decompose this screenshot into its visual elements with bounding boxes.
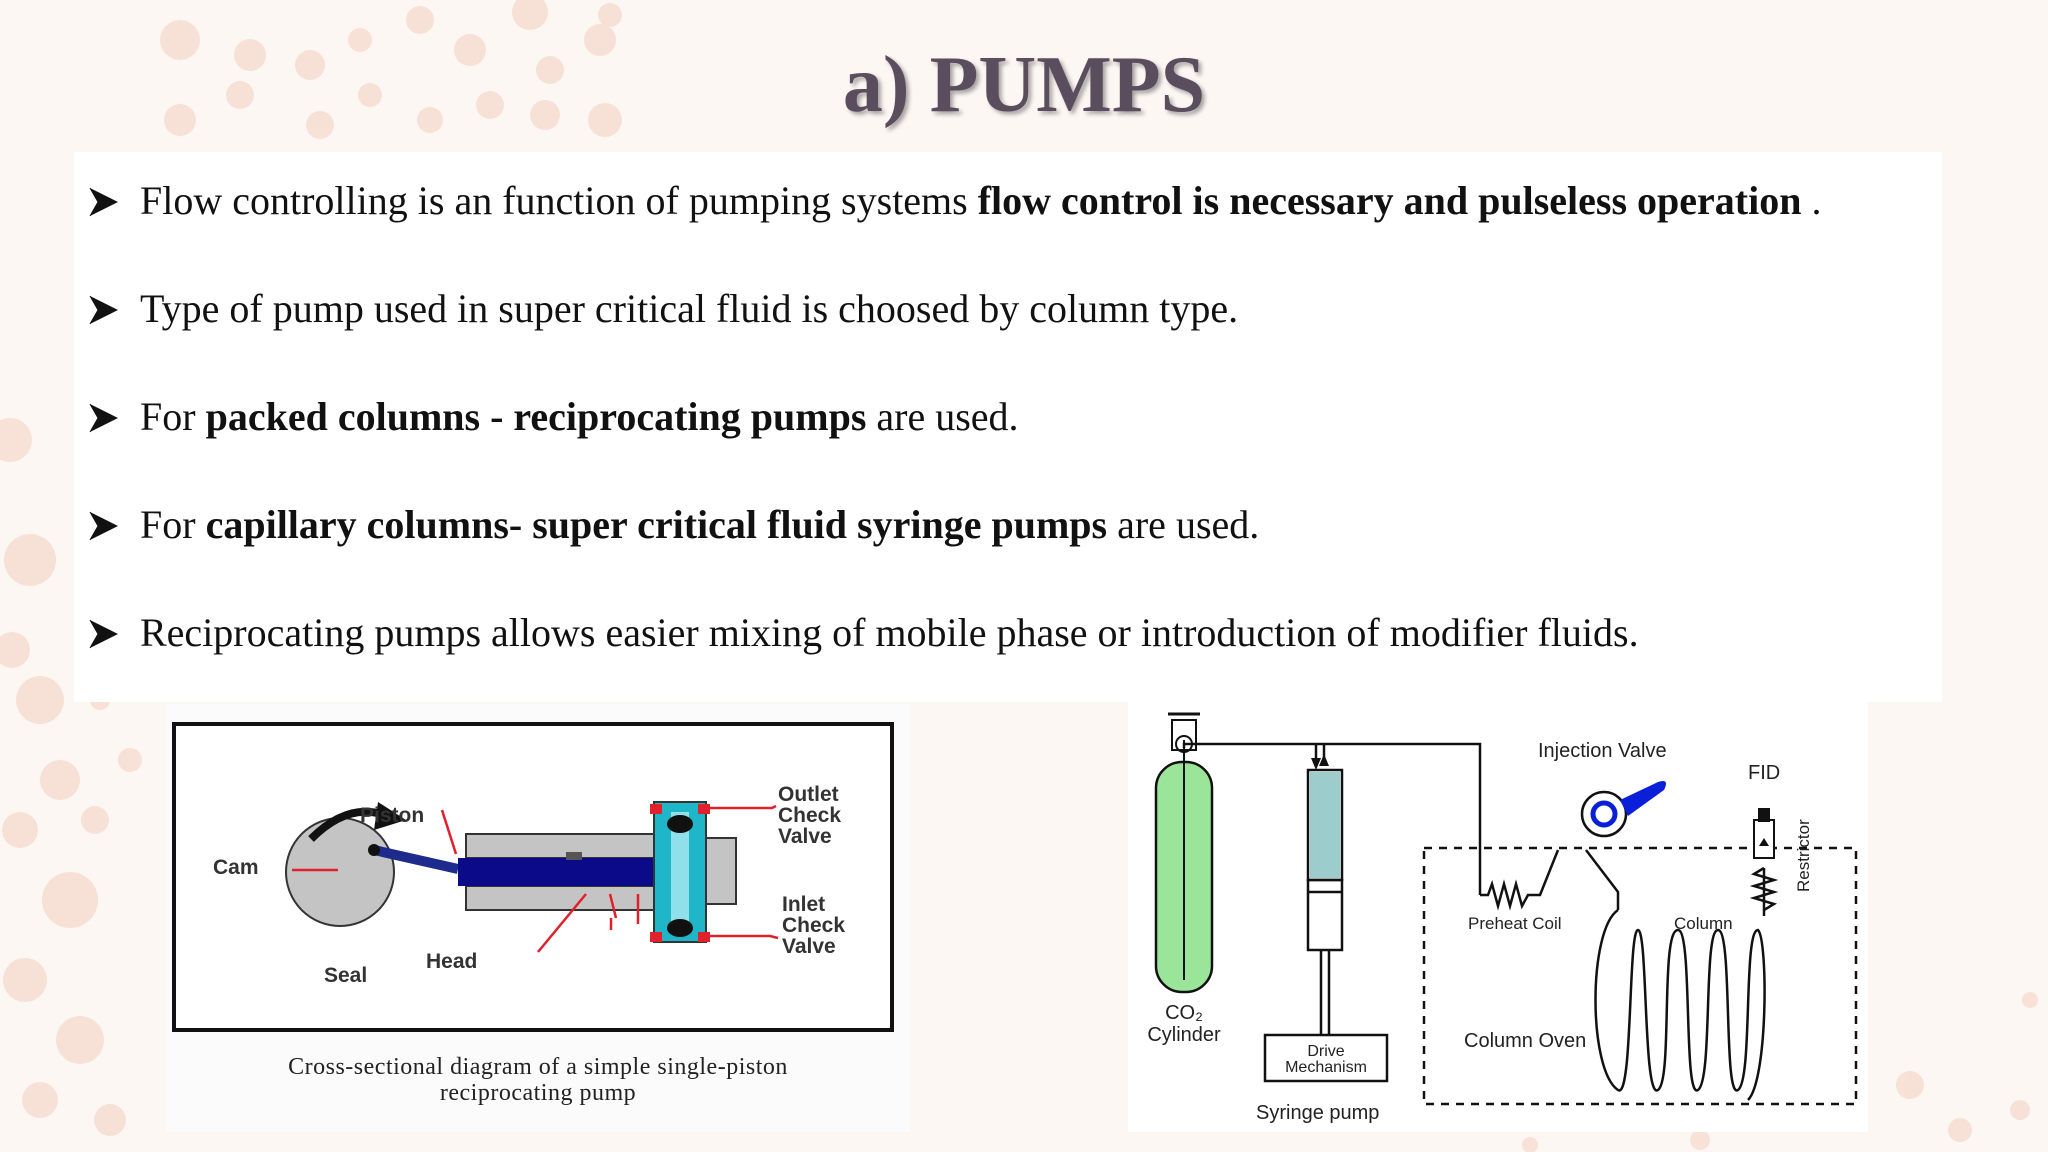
outlet-line-2: Check [778,804,842,827]
label-column: Column [1674,914,1733,933]
label-cam: Cam [213,856,259,879]
bullet-text: For capillary columns- super critical fl… [140,490,1259,560]
bullet-segment: Flow controlling is an function of pumpi… [140,178,978,223]
reciprocating-pump-figure: Piston Cam Head Seal Outlet Check Valve … [166,704,910,1132]
bullet-emphasis: packed columns - reciprocating pumps [205,394,867,439]
outlet-line-3: Valve [778,825,832,848]
bullet-emphasis: flow control is necessary and pulseless … [977,178,1802,223]
pump-drawing [172,722,894,1032]
bullet-list: Flow controlling is an function of pumpi… [74,166,1942,706]
label-outlet-check-valve: Outlet Check Valve [778,784,841,847]
bullet-emphasis: capillary columns- super critical fluid … [205,502,1108,547]
label-syringe-pump: Syringe pump [1256,1102,1380,1124]
bullet-segment: For [140,394,206,439]
bullet-segment: are used. [1107,502,1260,547]
bullet-segment: . [1801,178,1822,223]
arrow-bullet-icon [89,511,118,541]
arrow-bullet-icon [89,295,118,325]
label-fid: FID [1748,762,1781,784]
slide-title: a) PUMPS [842,41,1206,129]
bullet-text: Type of pump used in super critical flui… [140,274,1238,344]
arrow-bullet-icon [89,619,118,649]
sfc-system-figure: Injection Valve FID CO₂ Cylinder Drive M… [1128,700,1868,1132]
bullet-segment: Reciprocating pumps allows easier mixing… [140,610,1639,655]
bullet-item: For packed columns - reciprocating pumps… [74,382,1942,490]
label-restrictor: Restrictor [1794,819,1813,892]
bullet-item: Reciprocating pumps allows easier mixing… [74,598,1942,706]
label-co2-cylinder: CO₂ Cylinder [1136,1002,1232,1046]
co2-line-2: Cylinder [1147,1024,1221,1046]
bullet-segment: For [140,502,206,547]
label-injection-valve: Injection Valve [1538,740,1667,762]
sfc-drawing [1154,712,1858,1106]
label-drive-mechanism: Drive Mechanism [1265,1044,1387,1076]
pump-caption-line-1: Cross-sectional diagram of a simple sing… [288,1054,788,1080]
bullet-segment: Type of pump used in super critical flui… [140,286,1239,331]
label-piston: Piston [360,804,425,827]
label-inlet-check-valve: Inlet Check Valve [782,894,845,957]
inlet-line-1: Inlet [782,893,826,916]
inlet-line-3: Valve [782,935,836,958]
drive-line-2: Mechanism [1285,1059,1367,1076]
arrow-bullet-icon [89,187,118,217]
bullet-item: Flow controlling is an function of pumpi… [74,166,1942,274]
bullet-text: For packed columns - reciprocating pumps… [140,382,1019,452]
label-seal: Seal [324,964,368,987]
bullet-text: Flow controlling is an function of pumpi… [140,166,1821,236]
inlet-line-2: Check [782,914,846,937]
label-head: Head [426,950,478,973]
bullet-segment: are used. [866,394,1019,439]
bullet-text: Reciprocating pumps allows easier mixing… [140,598,1639,668]
label-preheat-coil: Preheat Coil [1468,914,1562,933]
bullet-item: For capillary columns- super critical fl… [74,490,1942,598]
bullet-item: Type of pump used in super critical flui… [74,274,1942,382]
co2-line-1: CO₂ [1165,1002,1203,1024]
pump-caption-line-2: reciprocating pump [439,1080,637,1106]
label-column-oven: Column Oven [1464,1030,1587,1052]
content-panel: Flow controlling is an function of pumpi… [74,152,1942,702]
arrow-bullet-icon [89,403,118,433]
drive-line-1: Drive [1307,1043,1345,1060]
outlet-line-1: Outlet [778,783,839,806]
